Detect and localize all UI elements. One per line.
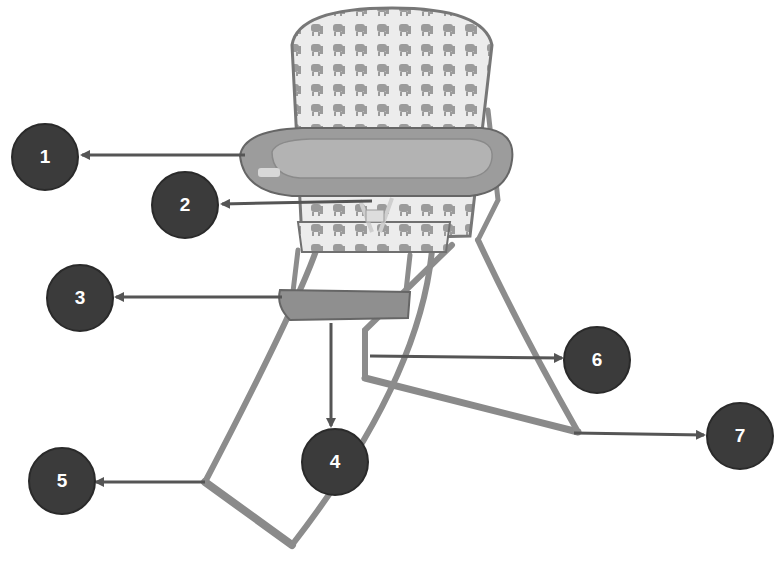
callout-circle: 1 — [11, 123, 79, 191]
callout-number: 7 — [735, 425, 746, 447]
chair-frame — [205, 110, 578, 545]
callout-number: 6 — [592, 349, 603, 371]
callout-number: 3 — [75, 287, 86, 309]
footrest — [279, 290, 410, 320]
callout-number: 5 — [57, 470, 68, 492]
callout-number: 2 — [180, 194, 191, 216]
callout-circle: 6 — [563, 326, 631, 394]
tray — [240, 128, 512, 196]
callout-circle: 7 — [706, 402, 774, 470]
callout-circle: 4 — [301, 428, 369, 496]
callout-number: 4 — [330, 451, 341, 473]
backrest — [292, 8, 492, 240]
callout-number: 1 — [40, 146, 51, 168]
callout-circle: 5 — [28, 447, 96, 515]
seat-cushion — [298, 222, 450, 252]
harness — [360, 198, 392, 232]
leader-arrows — [82, 155, 704, 482]
callout-circle: 3 — [46, 264, 114, 332]
callout-circle: 2 — [151, 171, 219, 239]
